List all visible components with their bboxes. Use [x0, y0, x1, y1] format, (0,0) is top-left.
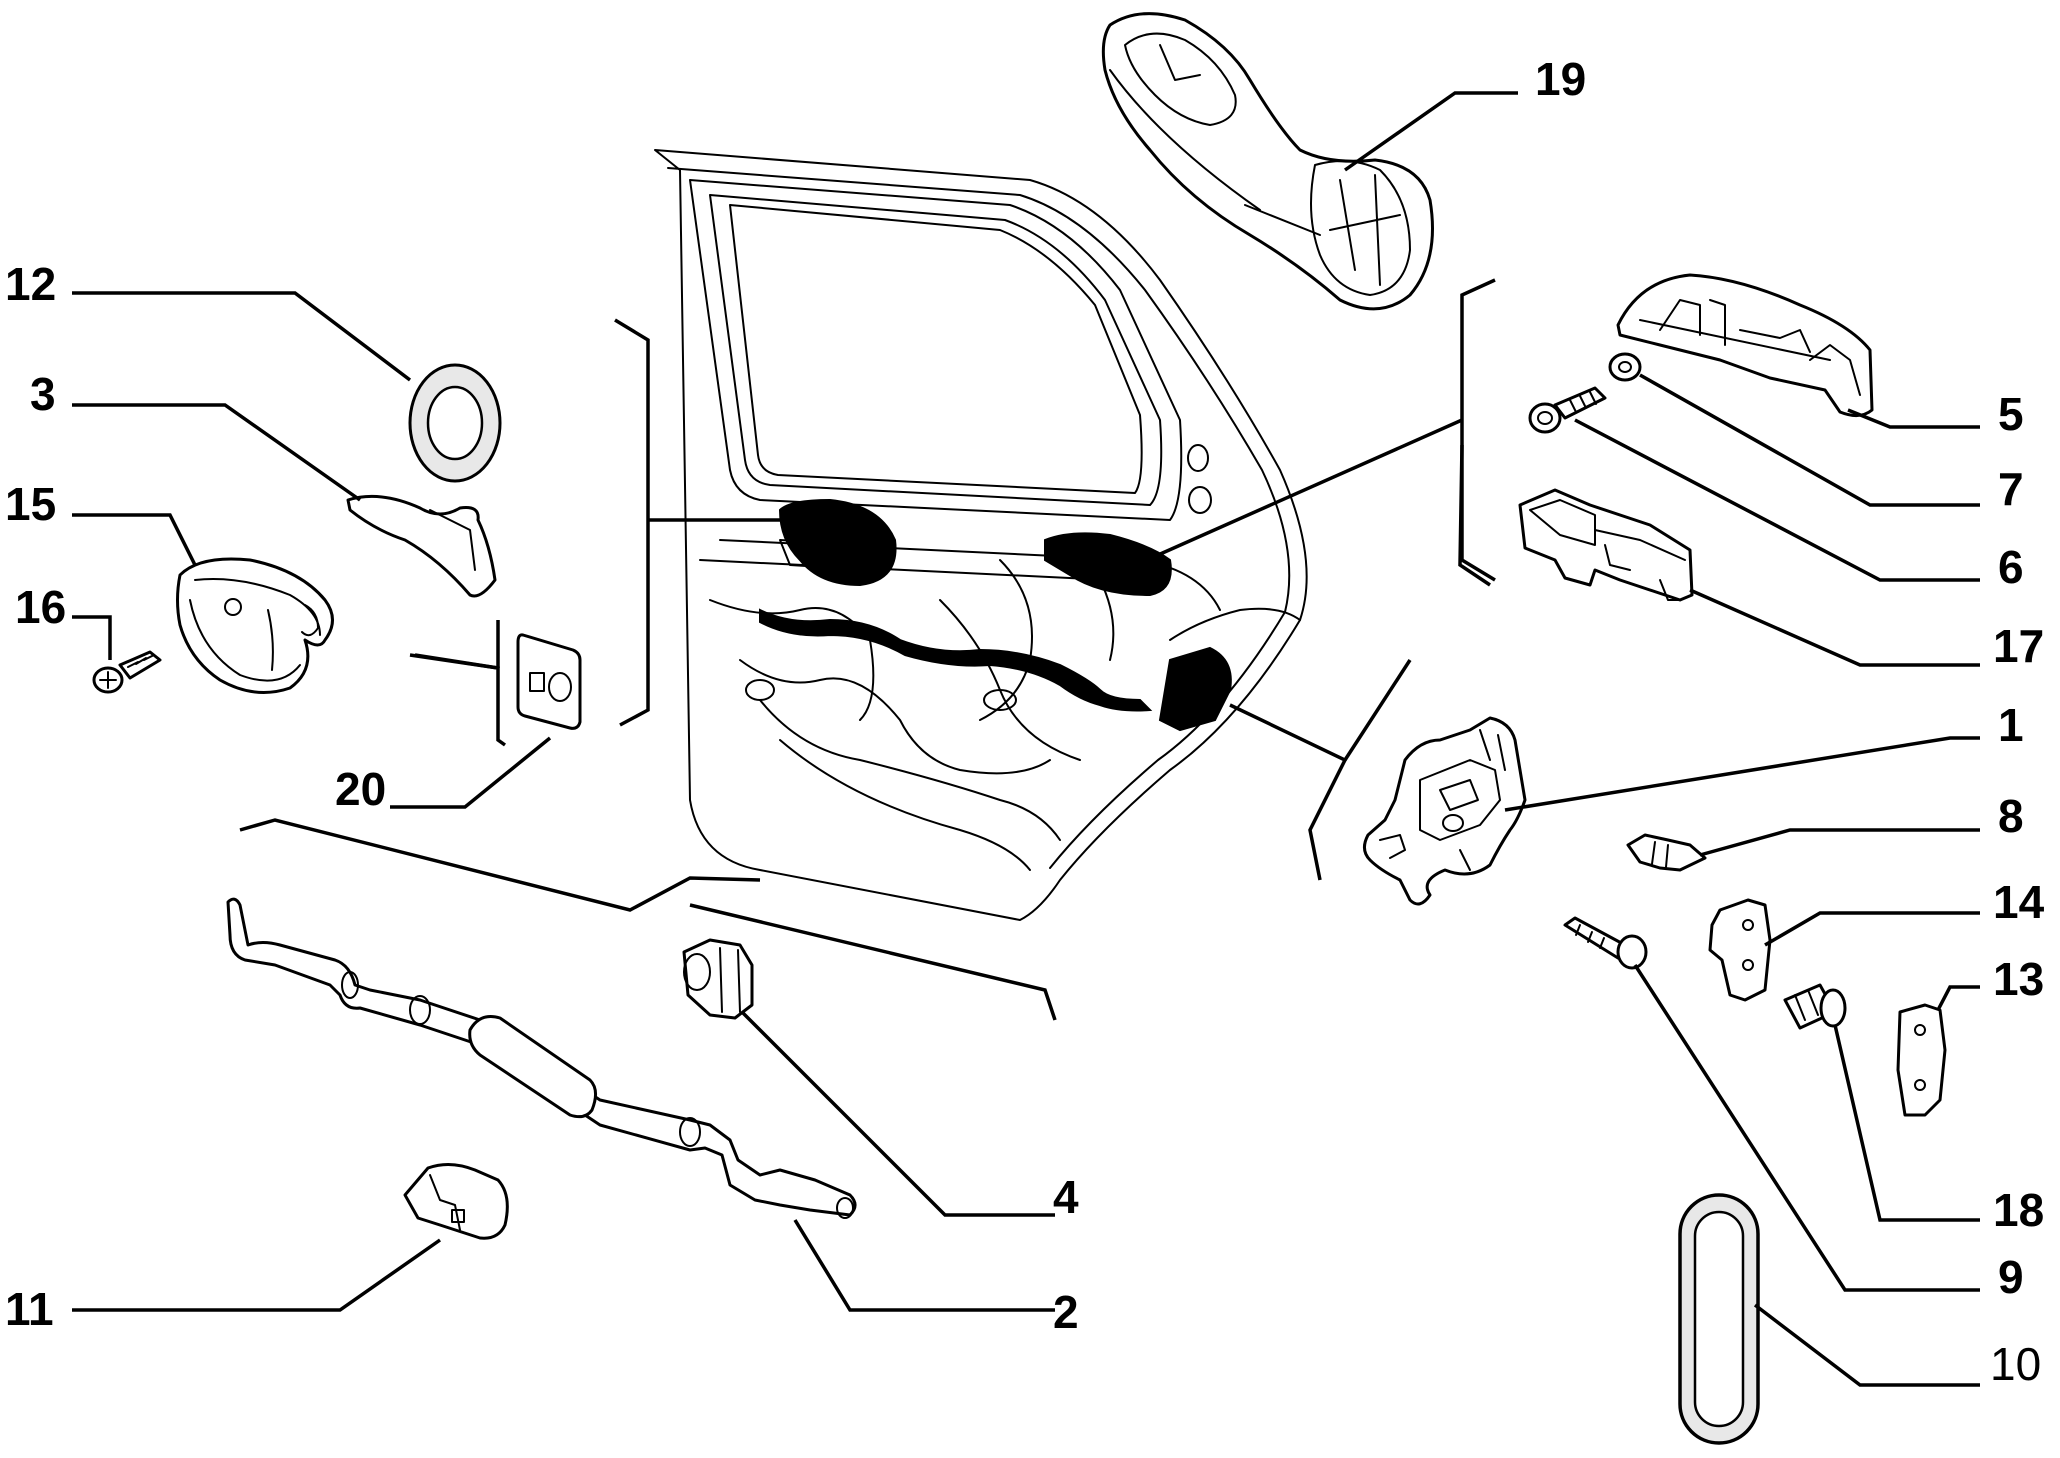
callout-7: 7 [1998, 463, 2024, 515]
part-3-inner-handle-lever [346, 494, 497, 598]
door-handle-outer-fill [1044, 532, 1172, 597]
leader-lines [72, 91, 1980, 1387]
part-2-lock-rod [226, 897, 857, 1219]
part-12-ring [408, 363, 502, 483]
rear-door-panel [654, 149, 1308, 921]
part-4-bushing [682, 938, 754, 1020]
part-17-handle-bracket [1518, 488, 1694, 602]
part-6-bolt [1528, 386, 1607, 434]
callout-6: 6 [1998, 541, 2024, 593]
part-18-screw [1783, 983, 1847, 1030]
callout-5: 5 [1998, 388, 2024, 440]
part-5-outer-handle [1616, 273, 1874, 417]
callout-1: 1 [1998, 699, 2024, 751]
part-20-switch-plate [516, 633, 582, 730]
part-13-plate [1896, 1003, 1947, 1117]
part-1-door-lock [1363, 716, 1527, 906]
part-7-washer [1608, 352, 1642, 382]
part-19-handle-cover [1101, 12, 1434, 311]
callout-labels: 12 3 15 16 20 19 5 7 6 17 1 8 14 13 18 9… [5, 53, 2045, 1390]
callout-11: 11 [5, 1283, 54, 1335]
callout-19: 19 [1535, 53, 1586, 105]
rod-fill [759, 608, 1153, 712]
lock-fill [1158, 646, 1232, 732]
callout-14: 14 [1993, 876, 2045, 928]
part-11-clip [403, 1163, 509, 1240]
callout-17: 17 [1993, 620, 2044, 672]
callout-4: 4 [1053, 1171, 1079, 1223]
callout-16: 16 [15, 581, 66, 633]
callout-2: 2 [1053, 1286, 1079, 1338]
part-10-gasket [1678, 1193, 1760, 1445]
callout-12: 12 [5, 258, 56, 310]
callout-8: 8 [1998, 790, 2024, 842]
part-14-striker [1708, 898, 1772, 1002]
callout-3: 3 [30, 368, 56, 420]
part-16-screw [92, 650, 162, 694]
callout-9: 9 [1998, 1251, 2024, 1303]
callout-18: 18 [1993, 1184, 2044, 1236]
callout-10: 10 [1990, 1338, 2041, 1390]
assembly-guide-lines [239, 278, 1496, 1021]
callout-13: 13 [1993, 953, 2044, 1005]
part-15-handle-surround [176, 557, 334, 694]
part-9-bolt [1563, 916, 1648, 970]
door-handle-inner-fill [778, 498, 897, 587]
callout-20: 20 [335, 763, 386, 815]
part-8-bolt [1626, 833, 1707, 872]
callout-15: 15 [5, 478, 56, 530]
